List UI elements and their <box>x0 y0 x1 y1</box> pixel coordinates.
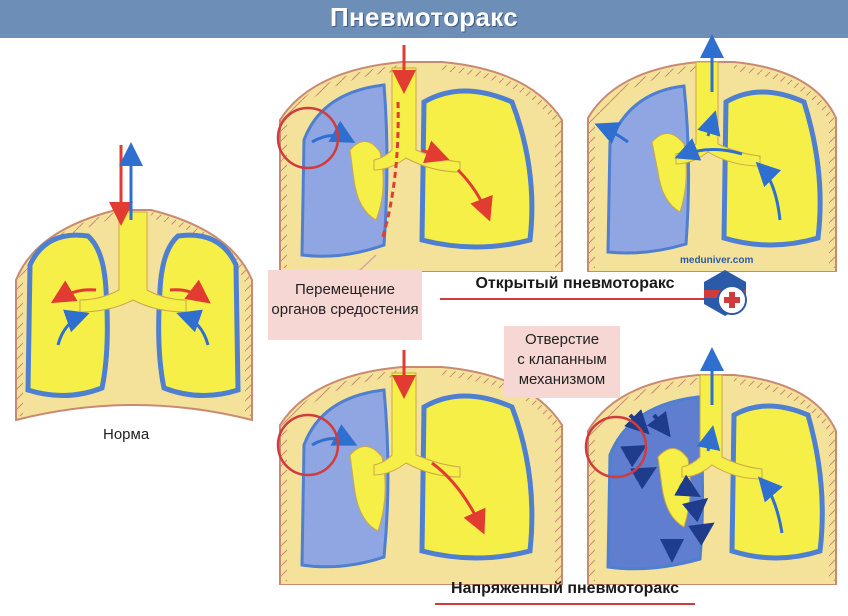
right-lung <box>721 89 823 248</box>
page-title: Пневмоторакс <box>330 2 518 32</box>
tension-pneumothorax-label: Напряженный пневмоторакс <box>451 580 679 597</box>
watermark-logo <box>700 268 750 318</box>
valve-wound-highlight <box>276 413 340 477</box>
normal-chest-svg <box>15 142 253 422</box>
valve-mechanism-callout: Отверстие с клапанным механизмом <box>504 326 620 398</box>
mediastinum-shift-line <box>380 101 400 241</box>
pneumothorax-air <box>300 83 389 258</box>
mediastinum-shift-callout: Перемещение органов средостения <box>268 270 422 340</box>
open-caption-underline <box>440 298 710 300</box>
valve-wound-highlight <box>584 415 648 479</box>
open-inspiration-diagram <box>272 40 570 272</box>
right-lung <box>156 232 241 399</box>
open-pneumothorax-label: Открытый пневмоторакс <box>475 275 675 292</box>
chest-wound-highlight <box>276 106 340 170</box>
trachea <box>79 211 187 313</box>
right-lung <box>419 393 535 561</box>
callout-line-2: органов средостения <box>271 301 419 318</box>
open-expiration-diagram <box>580 32 842 272</box>
right-lung <box>419 88 535 250</box>
valve-line-1: Отверстие <box>524 331 600 348</box>
title-bar: Пневмоторакс <box>0 0 848 38</box>
normal-label: Норма <box>103 426 150 443</box>
trachea <box>373 372 461 478</box>
normal-diagram <box>6 140 260 430</box>
tension-inspiration-diagram <box>272 345 570 585</box>
tension-expiration-diagram <box>580 345 842 585</box>
left-lung <box>25 232 110 399</box>
valve-line-2: с клапанным <box>517 351 607 368</box>
tension-pneumothorax-caption: Напряженный пневмоторакс <box>435 580 695 605</box>
callout-line-1: Перемещение <box>295 281 395 298</box>
open-pneumothorax-caption: Открытый пневмоторакс <box>440 275 710 300</box>
right-lung <box>729 403 825 561</box>
tension-caption-underline <box>435 603 695 605</box>
trachea <box>681 374 763 480</box>
valve-line-3: механизмом <box>518 371 606 388</box>
watermark-text: meduniver.com <box>680 255 754 266</box>
